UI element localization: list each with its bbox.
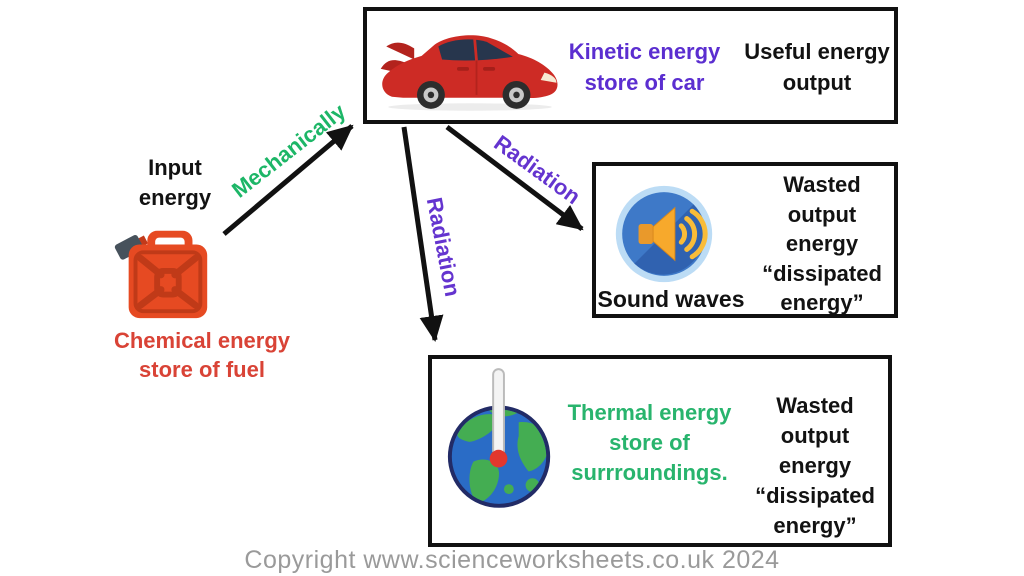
arrow-label-radiation-thermal: Radiation — [421, 195, 466, 299]
arrow-label-mechanically: Mechanically — [227, 98, 351, 203]
useful-energy-output-label: Useful energy output — [744, 39, 890, 95]
copyright-text: Copyright www.scienceworksheets.co.uk 20… — [244, 546, 780, 574]
arrow-label-radiation-sound: Radiation — [489, 130, 586, 210]
sound-waves-label: Sound waves — [597, 286, 745, 312]
car-icon — [380, 35, 558, 111]
earth-thermometer-icon — [447, 368, 551, 508]
input-energy-label: Input energy — [138, 155, 212, 210]
sound-waves-box: Sound waves Wasted output energy “dissip… — [592, 162, 898, 318]
wasted-energy-sound-label: Wasted output energy “dissipated energy” — [762, 172, 882, 315]
wasted-energy-thermal-label: Wasted output energy “dissipated energy” — [755, 393, 875, 538]
chemical-energy-store-label: Chemical energy store of fuel — [113, 328, 291, 382]
thermal-energy-box: Thermal energy store of surrroundings. W… — [428, 355, 892, 547]
thermal-energy-store-label: Thermal energy store of surrroundings. — [567, 400, 732, 485]
kinetic-energy-box: Kinetic energy store of car Useful energ… — [363, 7, 898, 124]
fuel-can-icon — [114, 230, 208, 319]
kinetic-energy-store-label: Kinetic energy store of car — [568, 39, 721, 95]
speaker-icon — [615, 185, 713, 283]
